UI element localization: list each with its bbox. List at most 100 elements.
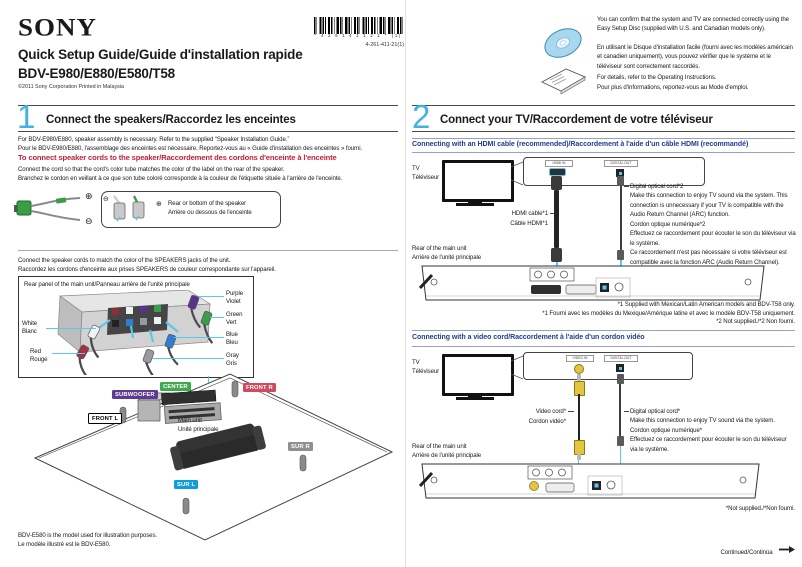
hdmi-tv-stand-base — [456, 203, 494, 206]
video-plug-top — [574, 381, 585, 396]
section1-match-fr: Raccordez les cordons d'enceinte aux pri… — [18, 266, 276, 273]
model-note-fr: Le modèle illustré est le BDV-E580. — [18, 541, 111, 548]
info-details-fr: Pour plus d'informations, reportez-vous … — [597, 84, 749, 91]
video-cable-shaft — [577, 394, 580, 440]
hdmi-optical-shaft — [619, 186, 622, 250]
minus-terminal-icon: ⊖ — [85, 217, 93, 227]
info-text-en: You can confirm that the system and TV a… — [597, 16, 789, 33]
video-plug-bottom-tip — [576, 453, 581, 460]
barcode-digits: * 4 2 6 1 4 1 1 2 1 * (1) — [314, 35, 402, 39]
continued-note: Continued/Continúa — [645, 541, 795, 559]
hdmi-optical-text: Digital optical cord*2 Make this connect… — [630, 183, 796, 266]
section1-bottom-rule — [18, 131, 398, 132]
badge-front-r: FRONT R — [243, 383, 276, 392]
jack-label-purple: Purple Violet — [226, 290, 244, 305]
leader-blue — [174, 337, 224, 338]
hdmi-top-rule — [412, 138, 795, 139]
video-optical-bottom-connector — [616, 436, 624, 446]
hdmi-optical-leader — [624, 186, 629, 187]
hdmi-cable-bottom-connector — [551, 248, 562, 262]
video-optical-shaft — [619, 384, 622, 436]
hdmi-cable-label: HDMI cable*1 Câble HDMI*1 — [510, 210, 548, 227]
rear-panel-title: Rear panel of the main unit/Panneau arri… — [24, 281, 190, 288]
section1-match-en: Connect the speaker cords to match the c… — [18, 257, 231, 264]
video-cord-leader — [568, 411, 574, 412]
speaker-terminal-callout — [101, 191, 281, 228]
hdmi-cable-top-connector — [551, 176, 562, 190]
badge-subwoofer: SUBWOOFER — [112, 390, 158, 399]
section1-number: 1 — [17, 98, 36, 135]
section1-connect-fr: Branchez le cordon en veillant à ce que … — [18, 175, 343, 182]
section1-intro-fr: Pour le BDV-E980/E880, l'assemblage des … — [18, 145, 363, 152]
badge-center: CENTER — [160, 382, 191, 391]
hdmi-footnotes: *1 Supplied with Mexican/Latin American … — [542, 301, 795, 326]
main-unit-label-en: Main unit — [178, 417, 202, 424]
callout-minus-icon: ⊖ — [103, 195, 109, 203]
section1-heading: Connect the speakers/Raccordez les encei… — [46, 114, 296, 126]
hdmi-optical-bottom-connector — [617, 250, 624, 260]
page-fold-divider — [405, 0, 406, 567]
easy-setup-disc-icon — [544, 28, 582, 58]
doc-copyright: ©2011 Sony Corporation Printed in Malays… — [18, 84, 125, 90]
jack-label-white: White Blanc — [22, 320, 38, 335]
info-details-en: For details, refer to the Operating Inst… — [597, 74, 717, 81]
badge-sur-r: SUR R — [288, 442, 313, 451]
part-number: 4-261-411-21(1) — [365, 42, 404, 48]
video-optical-port — [616, 364, 624, 372]
video-bottom-rule — [412, 346, 795, 347]
leader-green — [210, 317, 224, 318]
hdmi-cable-shaft — [554, 190, 559, 248]
section1-intro-en: For BDV-E980/E880, speaker assembly is n… — [18, 136, 290, 143]
video-optical-route-v — [619, 446, 622, 472]
hdmi-tv-label-en: TV — [412, 165, 420, 172]
hdmi-tv-stand-post — [468, 199, 482, 203]
badge-sur-l: SUR L — [174, 480, 199, 489]
model-note-en: BDV-E580 is the model used for illustrat… — [18, 532, 157, 539]
leader-gray — [152, 358, 224, 359]
jack-label-gray: Gray Gris — [226, 352, 239, 367]
hdmi-rear-label-fr: Arrière de l'unité principale — [412, 254, 482, 261]
rear-panel-box — [18, 276, 254, 378]
section1-connect-heading: To connect speaker cords to the speaker/… — [18, 153, 337, 162]
video-optical-text: Digital optical cord* Make this connecti… — [630, 408, 787, 453]
jack-label-blue: Blue Bleu — [226, 331, 238, 346]
hdmi-tv-illustration — [442, 160, 514, 202]
video-rear-unit-illustration — [418, 463, 760, 499]
video-tv-label-en: TV — [412, 359, 420, 366]
hdmi-optical-port — [616, 169, 624, 177]
plus-terminal-icon: ⊕ — [85, 192, 93, 202]
room-layout-illustration — [33, 373, 394, 541]
hdmi-in-port — [550, 169, 565, 175]
hdmi-optical-top-connector — [617, 176, 624, 186]
section2-number: 2 — [412, 98, 431, 135]
speaker-terminal-illustration — [113, 195, 145, 222]
hdmi-cable-leader — [550, 213, 554, 214]
video-tv-zoom-notch — [510, 355, 524, 380]
hdmi-bottom-rule — [412, 152, 795, 153]
barcode — [314, 17, 404, 34]
hdmi-tv-zoom-notch — [510, 161, 524, 186]
section1-divider — [18, 250, 398, 251]
not-supplied-note: *Not supplied./*Non fourni. — [725, 505, 795, 512]
video-plug-top-tip — [576, 374, 581, 381]
hdmi-rear-label-en: Rear of the main unit — [412, 245, 467, 252]
callout-text-fr: Arrière ou dessous de l'enceinte — [168, 209, 252, 216]
doc-models: BDV-E980/E880/E580/T58 — [18, 66, 175, 81]
section2-top-rule — [412, 105, 795, 106]
video-tv-stand-base — [456, 397, 494, 400]
doc-title: Quick Setup Guide/Guide d'installation r… — [18, 47, 303, 62]
info-text-fr: En utilisant le Disque d'installation fa… — [597, 44, 793, 70]
video-in-port-label: VIDEO IN — [566, 355, 594, 362]
callout-text-en: Rear or bottom of the speaker — [168, 200, 247, 207]
section1-connect-en: Connect the cord so that the cord's colo… — [18, 166, 285, 173]
video-optical-top-connector — [616, 374, 624, 384]
hdmi-in-port-label: HDMI IN — [545, 160, 573, 167]
video-tv-illustration — [442, 354, 514, 396]
sony-logo: SONY — [18, 13, 98, 41]
video-tv-label-fr: Téléviseur — [412, 368, 440, 375]
leader-purple — [198, 296, 224, 297]
video-top-rule — [412, 330, 795, 331]
hdmi-optical-port-label: DIGITAL OUT — [604, 160, 638, 167]
section2-bottom-rule — [412, 131, 795, 132]
